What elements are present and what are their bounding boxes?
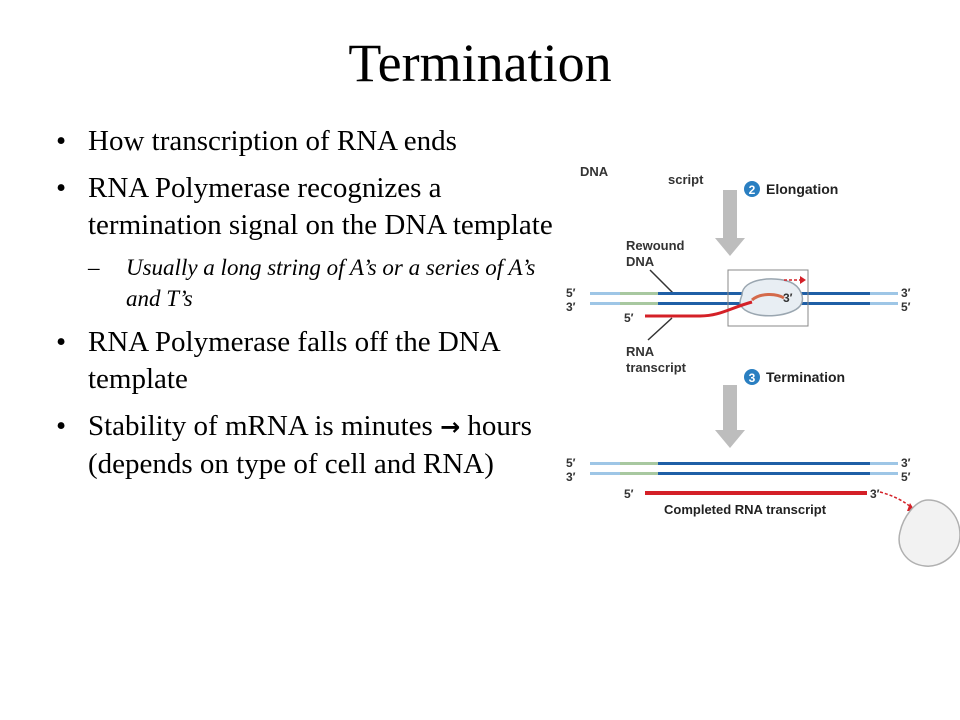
promoter-region (620, 292, 658, 295)
dna-strand-light (870, 292, 898, 295)
bullet-text-after: hours (depends on type of cell and RNA) (88, 410, 532, 480)
bullet-dot: • (56, 410, 67, 442)
down-arrow-icon (715, 190, 745, 256)
step-2-number: 2 (749, 183, 756, 197)
released-polymerase-icon (898, 499, 960, 567)
label-dna: DNA (580, 164, 609, 179)
bullet-item: • Stability of mRNA is minutes → hours (… (56, 408, 556, 483)
end-3-rna: 3′ (783, 291, 793, 305)
promoter-region (620, 302, 658, 305)
right-arrow-icon: → (440, 413, 461, 441)
end-5-completed: 5′ (624, 487, 634, 501)
label-transcript: transcript (626, 360, 687, 375)
end-3-top: 3′ (566, 300, 576, 314)
dna-template-strand (658, 462, 870, 465)
end-5-rna: 5′ (624, 311, 634, 325)
bullet-text: How transcription of RNA ends (88, 125, 457, 157)
end-3-right: 3′ (901, 286, 911, 300)
bullet-dot: • (56, 172, 67, 204)
termination-diagram: DNA script 2 Elongation Rewound DNA 5′ 3… (566, 164, 960, 567)
rna-polymerase-icon (739, 278, 804, 317)
end-5-top: 5′ (566, 286, 576, 300)
step-2-label: Elongation (766, 181, 838, 197)
end-3-right-bottom: 3′ (901, 456, 911, 470)
bullet-item: • How transcription of RNA ends (56, 123, 556, 160)
bullet-item: • RNA Polymerase falls off the DNA templ… (56, 324, 556, 398)
label-rna: RNA (626, 344, 655, 359)
sub-bullet-list: – Usually a long string of A’s or a seri… (88, 252, 556, 314)
down-arrow-icon (715, 385, 745, 448)
bullet-text-before: Stability of mRNA is minutes (88, 410, 433, 442)
step-3-number: 3 (749, 371, 756, 385)
end-5-bottom: 5′ (566, 456, 576, 470)
direction-arrowhead (800, 276, 806, 284)
dna-strand-light (590, 462, 620, 465)
dna-strand-light (870, 302, 898, 305)
slide-title: Termination (348, 33, 612, 93)
step-3-label: Termination (766, 369, 845, 385)
bullet-item: • RNA Polymerase recognizes a terminatio… (56, 170, 556, 314)
end-5-right: 5′ (901, 300, 911, 314)
rna-in-polymerase (751, 293, 785, 302)
sub-bullet-text: Usually a long string of A’s or a series… (126, 255, 536, 311)
step-3-badge (744, 369, 760, 385)
release-arrow (879, 491, 913, 509)
bullet-text: RNA Polymerase falls off the DNA templat… (88, 326, 500, 395)
rna-transcript-strand (645, 300, 753, 318)
dna-strand-light (590, 472, 620, 475)
bullet-list: • How transcription of RNA ends • RNA Po… (56, 123, 556, 493)
label-rewound-dna: DNA (626, 254, 655, 269)
label-completed: Completed RNA transcript (664, 502, 827, 517)
transcript-pointer (647, 317, 673, 341)
promoter-region (620, 462, 658, 465)
end-3-bottom: 3′ (566, 470, 576, 484)
dna-strand-light (870, 472, 898, 475)
step-2-badge (744, 181, 760, 197)
label-rewound: Rewound (626, 238, 685, 253)
bullet-dot: • (56, 125, 67, 157)
bullet-dot: • (56, 326, 67, 358)
completed-rna-strand (645, 491, 867, 495)
sub-bullet-dash: – (88, 255, 100, 280)
end-5-right-bottom: 5′ (901, 470, 911, 484)
dna-strand-light (870, 462, 898, 465)
bullet-text: RNA Polymerase recognizes a termination … (88, 172, 553, 241)
rewound-pointer (649, 269, 675, 295)
end-3-completed: 3′ (870, 487, 880, 501)
promoter-region (620, 472, 658, 475)
label-script: script (668, 172, 704, 187)
dna-strand-light (590, 292, 620, 295)
polymerase-zoom-box (727, 269, 809, 327)
dna-coding-strand (658, 472, 870, 475)
sub-bullet-item: – Usually a long string of A’s or a seri… (88, 252, 556, 314)
dna-strand-light (590, 302, 620, 305)
